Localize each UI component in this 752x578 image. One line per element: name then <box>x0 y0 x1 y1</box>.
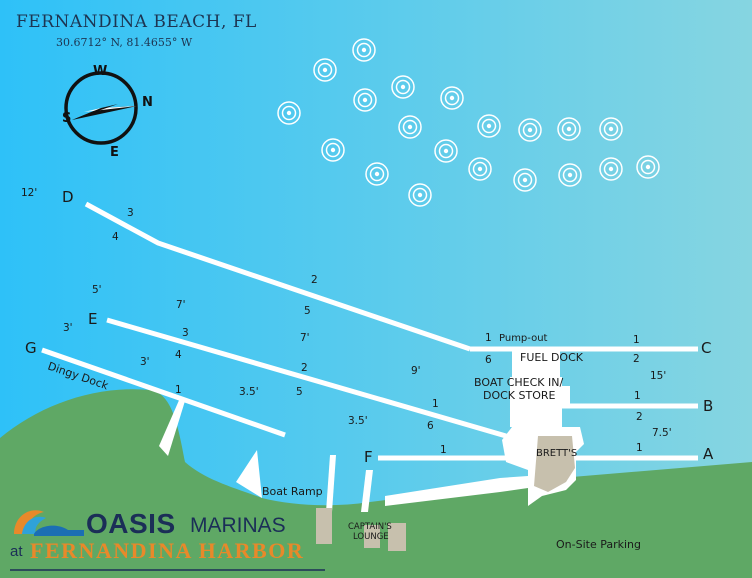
bretts-label: BRETT'S <box>536 448 578 459</box>
depth-sounding: 15' <box>650 370 667 382</box>
slip-number: 1 <box>636 442 643 454</box>
map-title: FERNANDINA BEACH, FL <box>16 12 257 32</box>
slip-number: 1 <box>485 332 492 344</box>
depth-sounding: 5' <box>92 284 102 296</box>
slip-number: 4 <box>112 231 119 243</box>
dock-f-label: F <box>364 448 373 466</box>
compass-south: S <box>62 111 71 126</box>
mooring-buoy-icon <box>557 117 581 141</box>
captains-lounge-label-line2: LOUNGE <box>353 532 389 542</box>
f-dock-walkway <box>361 470 373 512</box>
mooring-buoy-icon <box>352 38 376 62</box>
mooring-buoy-icon <box>518 118 542 142</box>
mooring-buoy-icon <box>558 163 582 187</box>
dock-b-label: B <box>703 397 714 415</box>
depth-sounding: 7' <box>300 332 310 344</box>
logo-fernandina-harbor: FERNANDINA HARBOR <box>30 538 305 563</box>
dock-store-label: DOCK STORE <box>483 389 556 402</box>
slip-number: 1 <box>432 398 439 410</box>
oasis-wave-logo-icon <box>14 510 84 536</box>
captains-lounge-building-right <box>388 523 406 551</box>
slip-number: 1 <box>634 390 641 402</box>
mooring-buoy-icon <box>408 183 432 207</box>
breakwater <box>385 476 528 506</box>
slip-number: 2 <box>311 274 318 286</box>
slip-number: 5 <box>304 305 311 317</box>
boat-check-in-label: BOAT CHECK IN/ <box>474 376 564 389</box>
pump-out-label: Pump-out <box>499 333 548 344</box>
slip-number: 2 <box>636 411 643 423</box>
depth-sounding: 12' <box>21 187 38 199</box>
dock-d-label: D <box>62 188 74 206</box>
fuel-dock-pier <box>512 349 560 377</box>
on-site-parking-label: On-Site Parking <box>556 538 641 551</box>
depth-sounding: 9' <box>411 365 421 377</box>
map-coordinates: 30.6712° N, 81.4655° W <box>56 36 193 49</box>
boat-ramp <box>236 450 262 498</box>
logo-at: at <box>10 543 23 560</box>
logo-marinas: MARINAS <box>190 514 286 537</box>
depth-sounding: 3.5' <box>348 415 368 427</box>
dock-c-label: C <box>701 339 712 357</box>
compass-east: E <box>110 145 119 160</box>
depth-sounding: 7' <box>176 299 186 311</box>
mooring-buoy-icon <box>365 162 389 186</box>
mooring-buoy-icon <box>391 75 415 99</box>
depth-sounding: 3' <box>140 356 150 368</box>
boat-ramp-label: Boat Ramp <box>262 485 323 498</box>
logo-oasis: OASIS <box>86 508 176 539</box>
mooring-buoy-icon <box>599 157 623 181</box>
dock-d <box>84 201 471 352</box>
bretts-building <box>534 436 575 492</box>
slip-number: 3 <box>182 327 189 339</box>
slip-number: 2 <box>633 353 640 365</box>
fuel-dock-label: FUEL DOCK <box>520 351 583 364</box>
captains-lounge-building-left <box>316 508 332 544</box>
slip-number: 1 <box>175 384 182 396</box>
land <box>0 389 752 578</box>
mooring-buoy-icon <box>321 138 345 162</box>
b-dock-connector <box>560 386 570 408</box>
depth-sounding: 3' <box>63 322 73 334</box>
mooring-buoy-icon <box>398 115 422 139</box>
depth-sounding: 7.5' <box>652 427 672 439</box>
slip-number: 6 <box>485 354 492 366</box>
mooring-buoy-icon <box>513 168 537 192</box>
slip-number: 2 <box>301 362 308 374</box>
mooring-buoy-icon <box>468 157 492 181</box>
dock-g <box>41 347 286 438</box>
mooring-buoy-icon <box>440 86 464 110</box>
ramp-walkway-left <box>159 398 185 456</box>
mooring-buoy-icon <box>636 155 660 179</box>
slip-number: 3 <box>127 207 134 219</box>
mooring-buoy-icon <box>353 88 377 112</box>
ramp-walkway-right <box>326 455 336 512</box>
compass-icon <box>64 71 138 145</box>
slip-number: 1 <box>633 334 640 346</box>
depth-sounding: 3.5' <box>239 386 259 398</box>
mooring-field <box>277 38 660 207</box>
mooring-buoy-icon <box>313 58 337 82</box>
compass-north: N <box>142 95 153 110</box>
dock-e <box>106 317 507 439</box>
slip-number: 5 <box>296 386 303 398</box>
dock-a-label: A <box>703 445 714 463</box>
check-in-pier <box>510 377 562 427</box>
mooring-buoy-icon <box>599 117 623 141</box>
dock-e-label: E <box>88 310 98 328</box>
slip-number: 6 <box>427 420 434 432</box>
captains-lounge-building-mid <box>364 525 380 548</box>
dock-g-label: G <box>25 339 37 357</box>
mooring-buoy-icon <box>277 101 301 125</box>
mooring-buoy-icon <box>477 114 501 138</box>
slip-number: 4 <box>175 349 182 361</box>
slip-number: 1 <box>440 444 447 456</box>
mooring-buoy-icon <box>434 139 458 163</box>
captains-lounge-label: CAPTAIN'S <box>348 522 392 532</box>
compass-west: W <box>93 64 107 79</box>
